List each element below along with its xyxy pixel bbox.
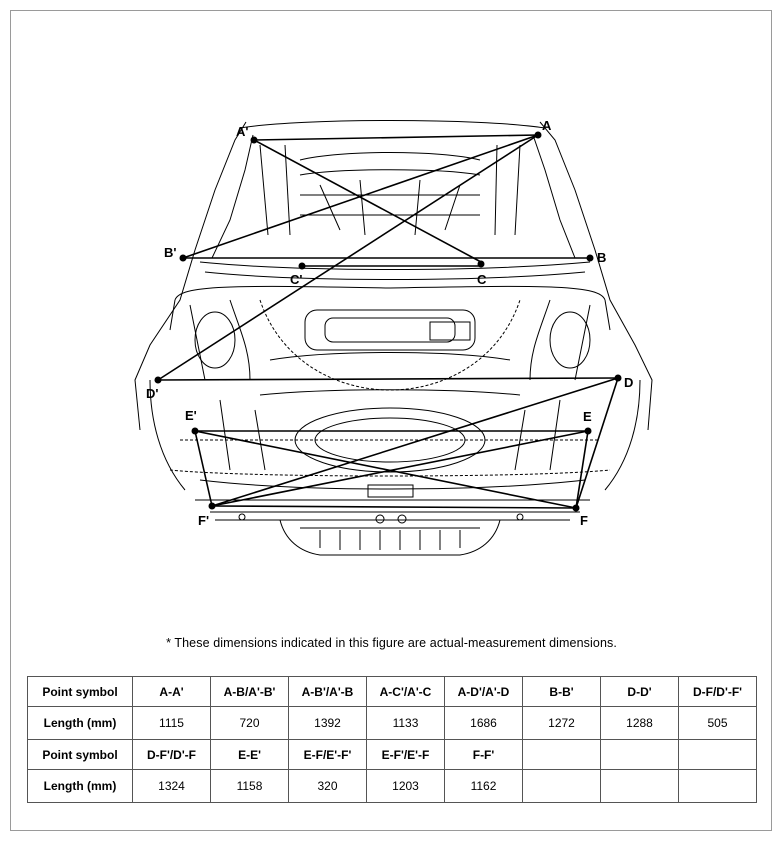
table-cell: 320 (288, 769, 367, 803)
point-a-marker (534, 131, 542, 139)
label-a-prime: A' (236, 124, 248, 139)
label-f: F (580, 513, 588, 528)
table-cell (522, 739, 601, 770)
table-cell: 1392 (288, 706, 367, 740)
point-f-prime-marker (208, 502, 216, 510)
measurement-note: * These dimensions indicated in this fig… (166, 636, 617, 650)
table-cell: A-D'/A'-D (444, 676, 523, 707)
table-cell (678, 769, 757, 803)
table-cell: 1272 (522, 706, 601, 740)
table-cell (522, 769, 601, 803)
table-cell: Point symbol (27, 676, 133, 707)
point-b-prime-marker (179, 254, 187, 262)
label-a: A (542, 118, 552, 133)
table-cell: 1324 (132, 769, 211, 803)
table-cell: Length (mm) (27, 706, 133, 740)
dimension-table: Point symbol A-A' A-B/A'-B' A-B'/A'-B A-… (27, 676, 757, 803)
table-cell (600, 739, 679, 770)
table-row: Length (mm) 1324 1158 320 1203 1162 (27, 769, 757, 803)
table-cell: E-E' (210, 739, 289, 770)
point-d-marker (614, 374, 622, 382)
table-cell: 1162 (444, 769, 523, 803)
label-b-prime: B' (164, 245, 176, 260)
measurement-points (154, 131, 622, 512)
table-cell: Length (mm) (27, 769, 133, 803)
table-cell: A-B'/A'-B (288, 676, 367, 707)
table-row: Point symbol D-F'/D'-F E-E' E-F/E'-F' E-… (27, 739, 757, 770)
table-cell: 505 (678, 706, 757, 740)
rear-body-diagram: A' A B' B C' C D' D E' E F' F (134, 118, 653, 556)
table-cell: 1288 (600, 706, 679, 740)
label-e: E (583, 409, 592, 424)
table-cell: D-F'/D'-F (132, 739, 211, 770)
point-d-prime-marker (154, 376, 162, 384)
table-cell: A-A' (132, 676, 211, 707)
table-cell: E-F'/E'-F (366, 739, 445, 770)
table-row: Length (mm) 1115 720 1392 1133 1686 1272… (27, 706, 757, 740)
table-cell: 1158 (210, 769, 289, 803)
table-cell: 1203 (366, 769, 445, 803)
table-cell (600, 769, 679, 803)
table-cell: F-F' (444, 739, 523, 770)
label-c: C (477, 272, 487, 287)
label-b: B (597, 250, 606, 265)
table-cell: E-F/E'-F' (288, 739, 367, 770)
label-f-prime: F' (198, 513, 209, 528)
table-cell: D-F/D'-F' (678, 676, 757, 707)
label-d-prime: D' (146, 386, 158, 401)
vehicle-body-outline (134, 120, 653, 556)
point-f-marker (572, 504, 580, 512)
table-cell: A-C'/A'-C (366, 676, 445, 707)
table-cell: 1115 (132, 706, 211, 740)
table-cell: 1133 (366, 706, 445, 740)
table-cell: 720 (210, 706, 289, 740)
point-e-prime-marker (191, 427, 199, 435)
point-b-marker (586, 254, 594, 262)
label-d: D (624, 375, 633, 390)
table-cell: B-B' (522, 676, 601, 707)
measurement-lines (157, 134, 619, 509)
point-c-prime-marker (298, 262, 306, 270)
table-cell: D-D' (600, 676, 679, 707)
table-cell: 1686 (444, 706, 523, 740)
point-c-marker (477, 260, 485, 268)
point-a-prime-marker (250, 136, 258, 144)
table-cell: A-B/A'-B' (210, 676, 289, 707)
point-e-marker (584, 427, 592, 435)
table-cell: Point symbol (27, 739, 133, 770)
table-cell (678, 739, 757, 770)
table-row: Point symbol A-A' A-B/A'-B' A-B'/A'-B A-… (27, 676, 757, 707)
label-c-prime: C' (290, 272, 302, 287)
label-e-prime: E' (185, 408, 197, 423)
